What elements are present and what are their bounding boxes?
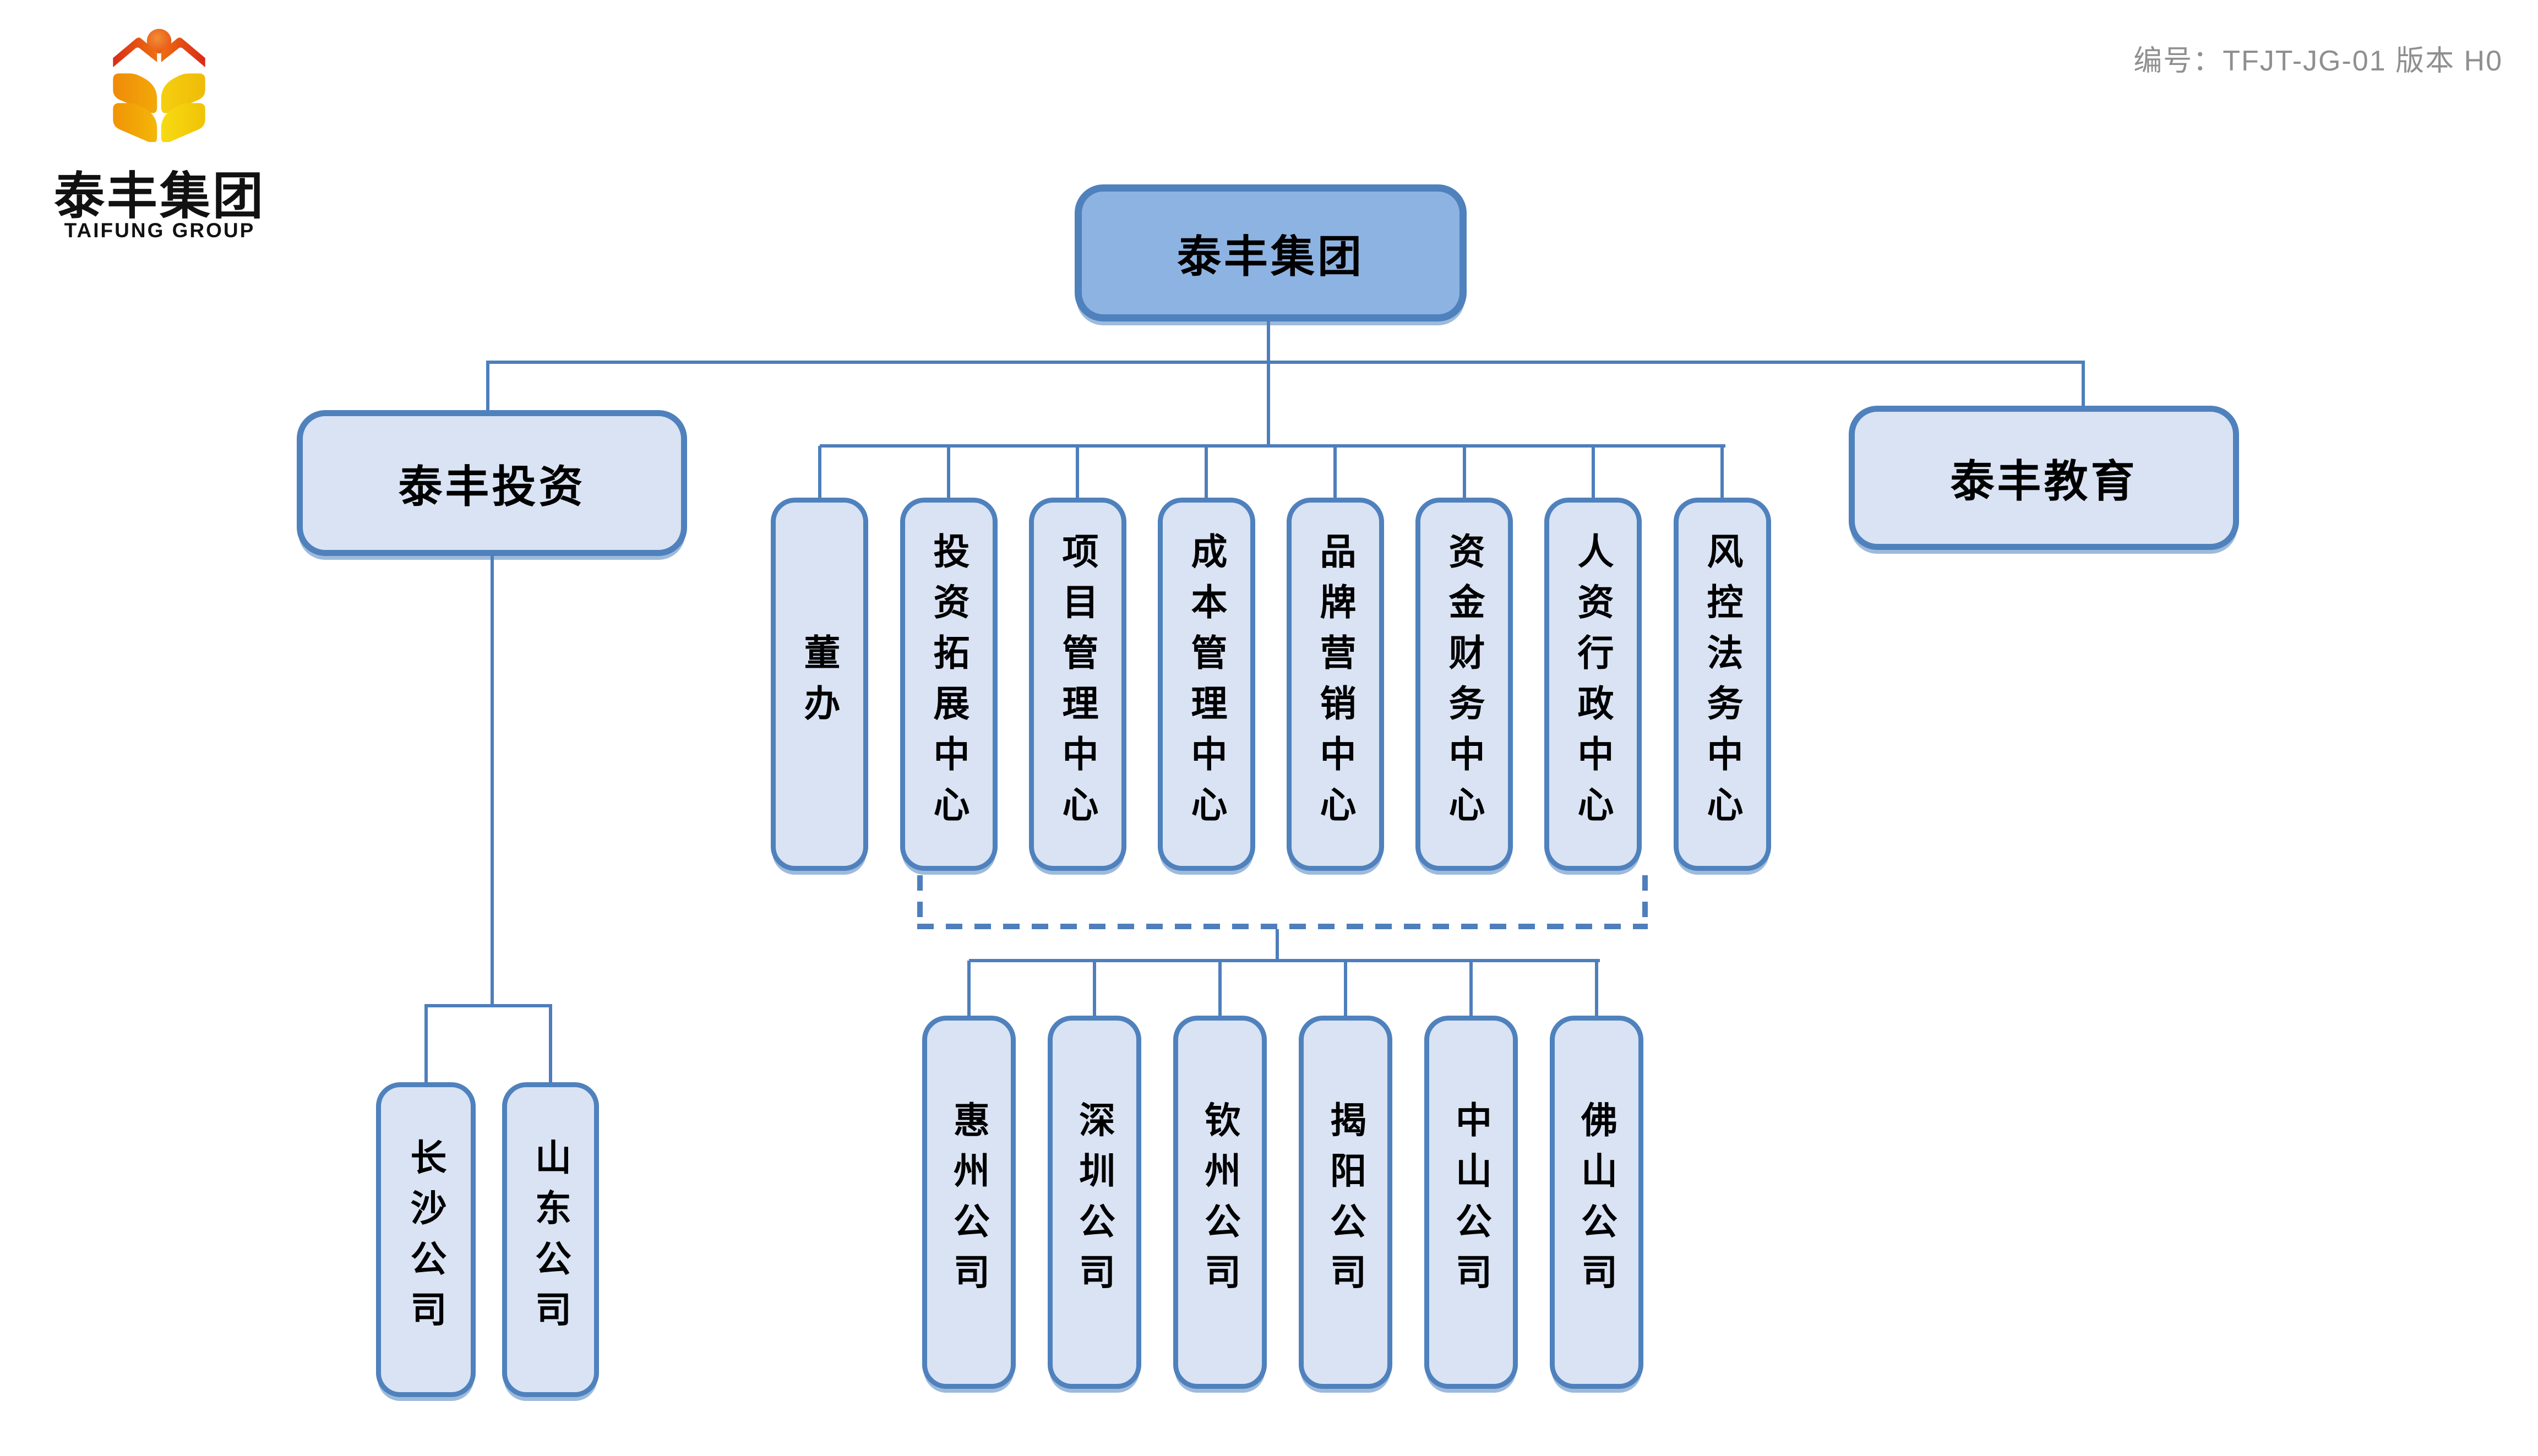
connector-subsidiary-rail — [969, 959, 1600, 962]
org-node-label: 品牌营销中心 — [1315, 532, 1356, 836]
connector-drop-subsidiary — [1218, 961, 1222, 1016]
org-node-invest: 泰丰投资 — [297, 410, 687, 556]
org-node-label: 风控法务中心 — [1702, 532, 1743, 836]
org-node-dept-brand-marketing: 品牌营销中心 — [1287, 498, 1384, 871]
org-node-dept-investment-expansion: 投资拓展中心 — [900, 498, 998, 871]
org-node-label: 人资行政中心 — [1572, 532, 1614, 836]
org-node-company-zhongshan: 中山公司 — [1424, 1016, 1518, 1389]
org-node-company-changsha: 长沙公司 — [376, 1082, 476, 1397]
connector-level1-rail — [486, 361, 2085, 364]
org-node-root: 泰丰集团 — [1075, 184, 1467, 321]
connector-drop-dept — [1333, 446, 1337, 499]
connector-root-stem — [1267, 321, 1270, 448]
org-node-label: 山东公司 — [530, 1138, 571, 1341]
org-node-label: 成本管理中心 — [1186, 532, 1227, 836]
connector-drop-dept — [1463, 446, 1466, 499]
org-node-dept-dongban: 董办 — [771, 498, 868, 871]
connector-drop-subsidiary — [1093, 961, 1096, 1016]
connector-drop-dept — [1592, 446, 1595, 499]
org-node-label: 钦州公司 — [1200, 1101, 1240, 1304]
connector-invest-rail — [424, 1004, 552, 1007]
logo-company-name: 泰丰集团 — [53, 168, 265, 225]
org-node-label: 中山公司 — [1451, 1101, 1491, 1304]
org-node-company-foshan: 佛山公司 — [1550, 1016, 1643, 1389]
connector-drop-dept — [1205, 446, 1208, 499]
logo-company-name-en: TAIFUNG GROUP — [64, 219, 255, 242]
org-node-label: 揭阳公司 — [1325, 1101, 1366, 1304]
org-node-label: 项目管理中心 — [1057, 532, 1098, 836]
connector-drop-dept — [947, 446, 950, 499]
org-node-education: 泰丰教育 — [1849, 406, 2239, 550]
org-node-label: 佛山公司 — [1576, 1101, 1617, 1304]
org-node-dept-project-management: 项目管理中心 — [1029, 498, 1126, 871]
connector-drop-shandong — [549, 1004, 552, 1082]
org-node-company-jieyang: 揭阳公司 — [1299, 1016, 1392, 1389]
connector-drop-dept — [1076, 446, 1079, 499]
org-node-dept-hr-admin: 人资行政中心 — [1544, 498, 1642, 871]
org-node-label: 泰丰集团 — [1177, 232, 1364, 281]
org-node-company-shenzhen: 深圳公司 — [1048, 1016, 1141, 1389]
connector-dashed-rail — [917, 924, 1648, 929]
org-node-label: 长沙公司 — [405, 1138, 446, 1341]
connector-drop-invest — [486, 361, 489, 411]
connector-drop-subsidiary — [1344, 961, 1347, 1016]
org-node-company-qinzhou: 钦州公司 — [1173, 1016, 1267, 1389]
connector-drop-dept — [818, 446, 821, 499]
connector-dashed-stem — [1276, 929, 1279, 962]
connector-drop-education — [2082, 361, 2085, 407]
org-node-label: 泰丰教育 — [1950, 457, 2138, 506]
org-node-company-shandong: 山东公司 — [502, 1082, 599, 1397]
org-node-label: 投资拓展中心 — [928, 532, 970, 836]
connector-drop-changsha — [424, 1004, 428, 1082]
org-node-dept-risk-legal: 风控法务中心 — [1674, 498, 1771, 871]
connector-drop-subsidiary — [1469, 961, 1473, 1016]
connector-drop-subsidiary — [967, 961, 971, 1016]
connector-dashed-right — [1642, 875, 1648, 928]
org-node-dept-finance: 资金财务中心 — [1415, 498, 1513, 871]
connector-dept-rail — [820, 444, 1725, 448]
connector-dashed-left — [917, 875, 923, 928]
org-node-label: 泰丰投资 — [398, 462, 586, 511]
connector-invest-stem — [491, 556, 494, 1007]
org-node-company-huizhou: 惠州公司 — [922, 1016, 1016, 1389]
connector-drop-dept — [1720, 446, 1724, 499]
org-node-label: 董办 — [799, 634, 840, 735]
org-node-label: 惠州公司 — [949, 1101, 989, 1304]
document-code: 编号：TFJT-JG-01 版本 H0 — [2133, 45, 2503, 77]
taifung-logo-icon — [108, 24, 210, 143]
connector-drop-subsidiary — [1595, 961, 1598, 1016]
org-node-dept-cost-management: 成本管理中心 — [1158, 498, 1255, 871]
org-node-label: 深圳公司 — [1074, 1101, 1115, 1304]
org-node-label: 资金财务中心 — [1444, 532, 1485, 836]
